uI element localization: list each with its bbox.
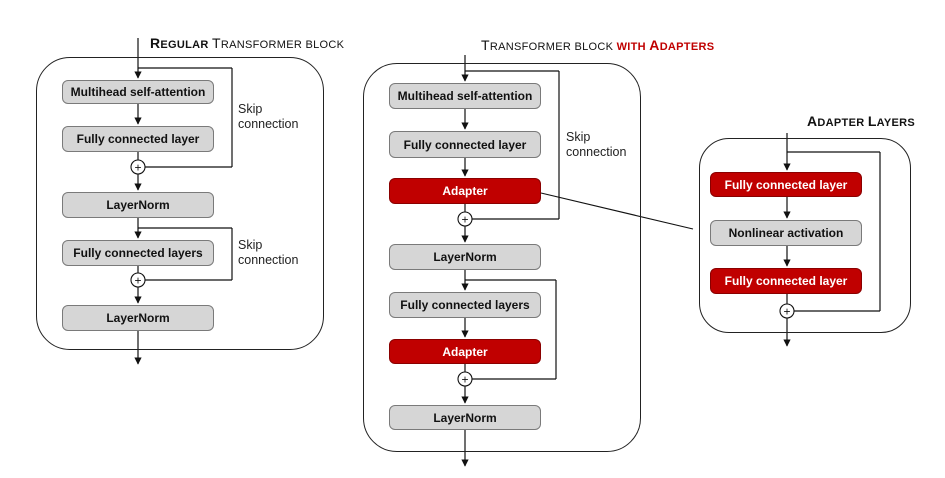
fully-connected-layer-box: Fully connected layer: [389, 131, 541, 158]
fully-connected-layers-box: Fully connected layers: [389, 292, 541, 318]
plus-glyph: +: [783, 305, 790, 319]
plus-glyph: +: [134, 274, 141, 288]
adapter-layers-plus-circles: [779, 303, 795, 319]
adapter-block-connectors: [461, 55, 560, 467]
fully-connected-layer-box: Fully connected layer: [62, 126, 214, 152]
residual-add-icon: [457, 211, 473, 227]
nonlinear-activation-box: Nonlinear activation: [710, 220, 862, 246]
zoom-connector-line: [540, 192, 694, 230]
residual-add-icon: [457, 371, 473, 387]
fully-connected-layers-box: Fully connected layers: [62, 240, 214, 266]
layernorm-box: LayerNorm: [62, 305, 214, 331]
fully-connected-layer-box: Fully connected layer: [710, 268, 862, 294]
plus-glyph: +: [134, 161, 141, 175]
adapter-block-title: TRANSFORMER BLOCK WITH ADAPTERS: [481, 37, 715, 53]
residual-add-icon: [779, 303, 795, 319]
adapter-box: Adapter: [389, 178, 541, 204]
residual-add-icon: [130, 272, 146, 288]
adapter-box: Adapter: [389, 339, 541, 364]
layernorm-box: LayerNorm: [389, 244, 541, 270]
plus-glyph: +: [461, 373, 468, 387]
regular-block-frame: [36, 57, 324, 350]
residual-add-icon: [130, 159, 146, 175]
regular-block-connectors: [134, 38, 233, 365]
adapter-block-frame: [363, 63, 641, 452]
regular-plus-circles: [130, 159, 146, 288]
multihead-attention-box: Multihead self-attention: [62, 80, 214, 104]
adapter-layers-title: ADAPTER LAYERS: [807, 113, 916, 129]
adapter-layers-frame: [699, 138, 911, 333]
plus-glyphs: + + + + +: [134, 161, 790, 387]
regular-block-title: REGULAR TRANSFORMER BLOCK: [150, 35, 345, 51]
layernorm-box: LayerNorm: [62, 192, 214, 218]
layernorm-box: LayerNorm: [389, 405, 541, 430]
fully-connected-layer-box: Fully connected layer: [710, 172, 862, 197]
adapter-plus-circles: [457, 211, 473, 387]
plus-glyph: +: [461, 213, 468, 227]
multihead-attention-box: Multihead self-attention: [389, 83, 541, 109]
